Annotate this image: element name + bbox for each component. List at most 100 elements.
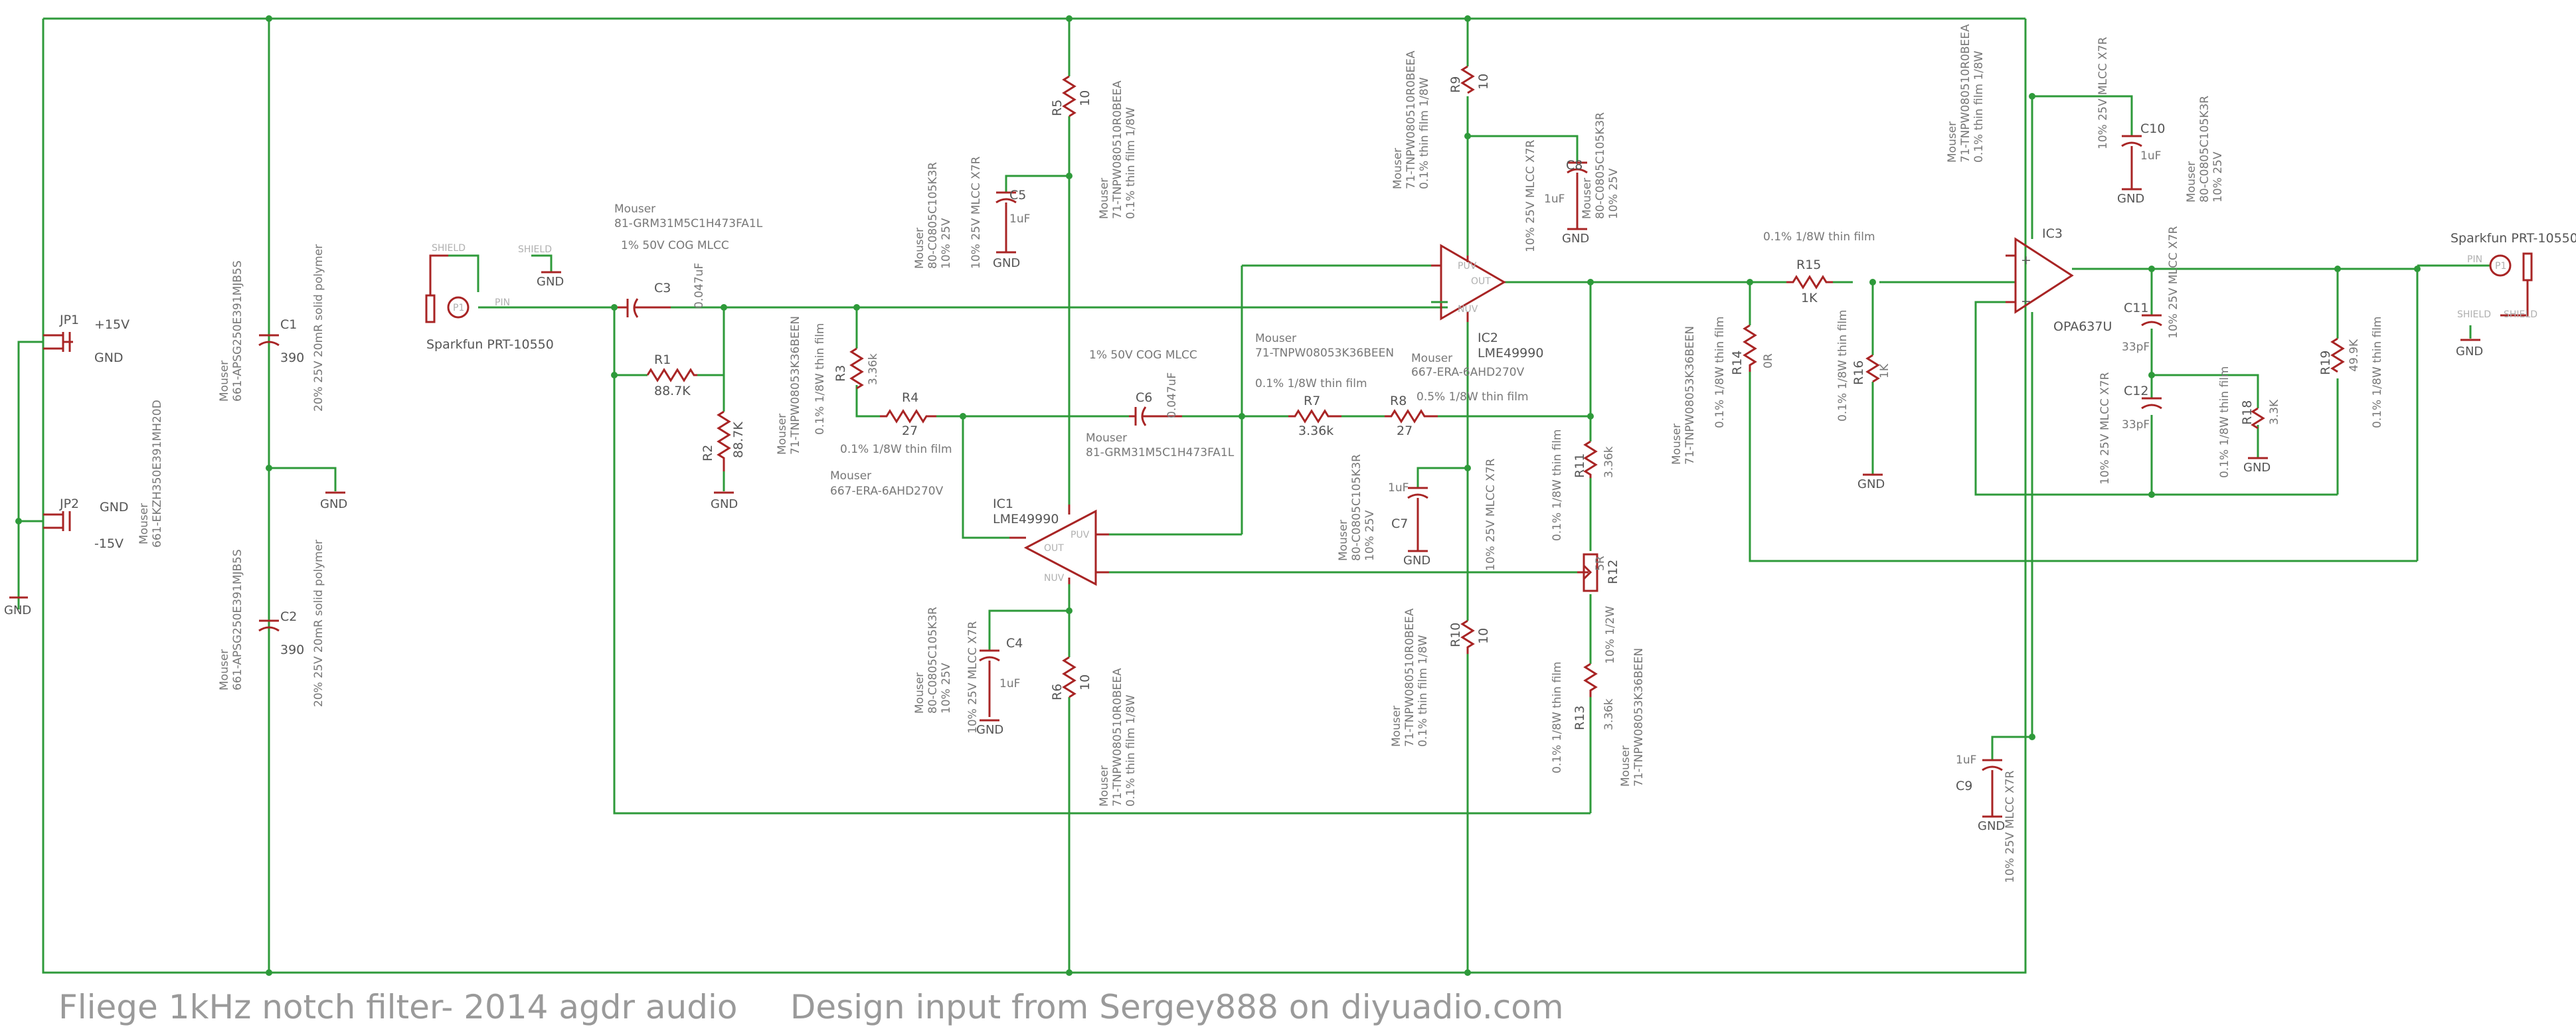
ic2-out-label: OUT — [1471, 276, 1491, 287]
c4-value: 1uF — [999, 677, 1020, 690]
jp1-plus15-label: +15V — [94, 317, 129, 332]
r7-mouser-label: Mouser — [1255, 332, 1296, 345]
r10-part-number: 71-TNPW080510R0BEEA — [1403, 608, 1417, 747]
r12-description: 10% 1/2W — [1604, 605, 1617, 664]
r6-description: 0.1% thin film 1/8W — [1124, 694, 1138, 807]
c12-label: C12 — [2124, 384, 2148, 398]
r19-description: 0.1% 1/8W thin film — [2371, 317, 2384, 429]
r18-gnd-label: GND — [2243, 461, 2271, 475]
c7-part-number: 80-C0805C105K3R — [1350, 454, 1363, 561]
r13-description: 0.1% 1/8W thin film — [1551, 662, 1564, 774]
jp1-gnd-label: GND — [94, 351, 124, 365]
c4-label: C4 — [1006, 636, 1023, 651]
r2-gnd-label: GND — [711, 497, 738, 511]
c7-capacitor: 1uF C7 Mouser 80-C0805C105K3R 10% 25V 10… — [1337, 454, 1498, 571]
jp2-minus15-label: -15V — [94, 536, 124, 551]
r13-mouser-label: Mouser — [1619, 746, 1632, 787]
c8-capacitor: C8 1uF 10% 25V MLCC X7R Mouser 80-C0805C… — [1524, 112, 1620, 252]
r10-value: 10 — [1476, 628, 1491, 644]
jp2-jumper: JP2 GND -15V GND — [4, 497, 129, 617]
r16-description: 0.1% 1/8W thin film — [1836, 310, 1849, 422]
output-connector: Sparkfun PRT-10550 PIN P1 SHIELD SHIELD … — [2450, 231, 2576, 358]
c7-value: 1uF — [1388, 481, 1409, 495]
jp1-jumper: JP1 +15V GND — [43, 313, 129, 365]
c12-value: 33pF — [2122, 418, 2150, 432]
c8-part-number: 80-C0805C105K3R — [1594, 112, 1607, 219]
r3-mouser-label: Mouser — [776, 414, 789, 455]
ic2-mouser-label: Mouser — [1411, 352, 1452, 365]
output-p1-label: P1 — [2495, 261, 2506, 272]
c2-label: C2 — [280, 609, 297, 624]
c3-capacitor: C3 0.047uF Mouser 81-GRM31M5C1H473FA1L 1… — [614, 202, 763, 318]
c10-value: 1uF — [2140, 149, 2161, 163]
gnd-c1c2-label: GND — [320, 497, 347, 511]
c4-capacitor: C4 1uF 10% 25V MLCC X7R Mouser 80-C0805C… — [913, 607, 1023, 737]
r13-part-number: 71-TNPW08053K36BEEN — [1632, 648, 1646, 787]
r12-trimmer: R12 5R 10% 1/2W — [1577, 553, 1620, 664]
r6-label: R6 — [1050, 684, 1065, 700]
r2-label: R2 — [701, 445, 715, 461]
ic3-mouser-part: 71-TNPW080510R0BEEA — [1959, 24, 1972, 163]
c12-capacitor: C12 33pF 10% 25V MLCC X7R — [2099, 372, 2162, 485]
wires — [17, 17, 2490, 974]
r5-part-number: 71-TNPW080510R0BEEA — [1111, 80, 1124, 219]
input-p1-label: P1 — [453, 303, 464, 313]
r14-mouser-label: Mouser — [1670, 424, 1683, 465]
r6-mouser-label: Mouser — [1098, 765, 1111, 807]
r4-value: 27 — [902, 424, 918, 438]
r8-value: 27 — [1397, 424, 1413, 438]
r3-label: R3 — [833, 365, 848, 382]
ic2-pv-label: PUV — [1458, 261, 1477, 272]
c4-mouser-label: Mouser — [913, 673, 926, 714]
c1-mouser-label: Mouser — [218, 360, 231, 402]
r5-value: 10 — [1078, 90, 1092, 106]
ic3-minus-label: − — [2021, 294, 2031, 309]
c3-description: 1% 50V COG MLCC — [621, 239, 729, 252]
c11-description: 10% 25V MLCC X7R — [2167, 226, 2180, 339]
r6-part-number: 71-TNPW080510R0BEEA — [1111, 668, 1124, 807]
r9-resistor: R9 10 Mouser 71-TNPW080510R0BEEA 0.1% th… — [1391, 50, 1491, 189]
c3-value: 0.047uF — [693, 263, 706, 309]
c2-description: 20% 25V 20mR solid polymer — [312, 540, 325, 707]
r18-description: 0.1% 1/8W thin film — [2218, 366, 2231, 479]
r11-label: R11 — [1573, 453, 1587, 478]
ic1-label: IC1 — [993, 497, 1013, 511]
r5-mouser-label: Mouser — [1098, 178, 1111, 219]
c8-mouser-label: Mouser — [1581, 178, 1594, 219]
c8-value: 1uF — [1544, 193, 1565, 206]
c3-part-number: 81-GRM31M5C1H473FA1L — [614, 217, 763, 230]
ic1-nv-label: NUV — [1044, 573, 1065, 584]
r1-resistor: R1 88.7K — [646, 353, 697, 398]
c5-gnd-label: GND — [993, 256, 1020, 270]
c6-label: C6 — [1136, 390, 1152, 405]
r9-description: 0.1% thin film 1/8W — [1418, 77, 1431, 189]
r7-resistor: Mouser 71-TNPW08053K36BEEN 0.1% 1/8W thi… — [1255, 332, 1394, 438]
r9-mouser-label: Mouser — [1391, 148, 1405, 189]
r10-description: 0.1% thin film 1/8W — [1417, 635, 1430, 747]
c6-description: 1% 50V COG MLCC — [1089, 349, 1197, 362]
jp-mouser-label: Mouser — [137, 503, 151, 544]
jp2-label: JP2 — [59, 497, 79, 511]
r9-label: R9 — [1448, 76, 1463, 93]
r7-part-number: 71-TNPW08053K36BEEN — [1255, 347, 1394, 360]
c7-description-2: 10% 25V — [1363, 510, 1377, 561]
c7-mouser-label: Mouser — [1337, 520, 1350, 561]
r9-part-number: 71-TNPW080510R0BEEA — [1405, 50, 1418, 189]
junctions — [15, 15, 2421, 976]
c10-gnd-label: GND — [2117, 192, 2144, 206]
r12-value: 5R — [1594, 556, 1607, 571]
r15-label: R15 — [1796, 258, 1821, 272]
ic1-opamp: PUV OUT NUV IC1 LME49990 — [993, 497, 1109, 586]
r8-label: R8 — [1390, 394, 1407, 408]
r15-value: 1K — [1801, 291, 1818, 305]
r16-gnd-label: GND — [1857, 477, 1885, 491]
c5-label: C5 — [1009, 188, 1026, 202]
c1-part-number: 661-APSG250E391MJB5S — [231, 260, 244, 402]
input-connector-name: Sparkfun PRT-10550 — [426, 337, 554, 352]
c10-description: 10% 25V MLCC X7R — [2097, 37, 2110, 149]
jp-part-number: 661-EKZH350E391MH20D — [151, 400, 164, 548]
c3-mouser-label: Mouser — [614, 202, 655, 216]
c1-label: C1 — [280, 317, 297, 332]
r18-value: 3.3K — [2268, 399, 2281, 425]
schematic-title: Fliege 1kHz notch filter- 2014 agdr audi… — [58, 988, 1564, 1026]
